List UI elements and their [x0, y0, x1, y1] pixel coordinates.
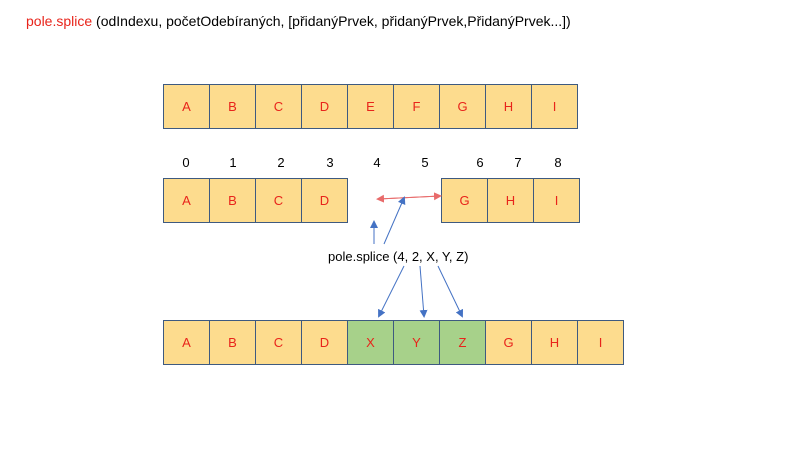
original-cell: G: [439, 84, 486, 129]
index-label: 0: [182, 155, 190, 170]
result-cell: G: [485, 320, 532, 365]
result-cell: H: [531, 320, 578, 365]
remaining-cell: C: [255, 178, 302, 223]
index-label: 1: [229, 155, 237, 170]
splice-call-label: pole.splice (4, 2, X, Y, Z): [328, 249, 469, 264]
title-function-name: pole.splice: [26, 13, 93, 29]
result-cell: B: [209, 320, 256, 365]
original-cell: A: [163, 84, 210, 129]
original-cell: B: [209, 84, 256, 129]
remaining-cell: H: [487, 178, 534, 223]
pointer-arrow-x: [378, 265, 405, 318]
original-cell: H: [485, 84, 532, 129]
index-label: 6: [476, 155, 484, 170]
original-cell: I: [531, 84, 578, 129]
result-array: A B C D X Y Z G H I: [163, 320, 624, 365]
original-cell: E: [347, 84, 394, 129]
original-array: A B C D E F G H I: [163, 84, 578, 129]
remaining-cell: I: [533, 178, 580, 223]
inserted-cell: Y: [393, 320, 440, 365]
original-cell: C: [255, 84, 302, 129]
array-after-removal: A B C D G H I: [163, 178, 580, 223]
index-label: 8: [554, 155, 562, 170]
index-label: 5: [421, 155, 429, 170]
result-cell: D: [301, 320, 348, 365]
remaining-cell: D: [301, 178, 348, 223]
removed-gap: [347, 178, 441, 223]
inserted-cell: Z: [439, 320, 486, 365]
title-parameters: (odIndexu, početOdebíraných, [přidanýPrv…: [92, 13, 571, 29]
original-cell: F: [393, 84, 440, 129]
pointer-arrow-y: [419, 265, 428, 318]
remaining-cell: G: [441, 178, 488, 223]
index-label: 4: [373, 155, 381, 170]
result-cell: A: [163, 320, 210, 365]
inserted-cell: X: [347, 320, 394, 365]
pointer-arrow-z: [437, 265, 464, 318]
remaining-cell: A: [163, 178, 210, 223]
original-cell: D: [301, 84, 348, 129]
result-cell: C: [255, 320, 302, 365]
index-label: 7: [514, 155, 522, 170]
remaining-cell: B: [209, 178, 256, 223]
index-label: 3: [326, 155, 334, 170]
result-cell: I: [577, 320, 624, 365]
diagram-title: pole.splice (odIndexu, početOdebíraných,…: [26, 13, 571, 29]
index-label: 2: [277, 155, 285, 170]
